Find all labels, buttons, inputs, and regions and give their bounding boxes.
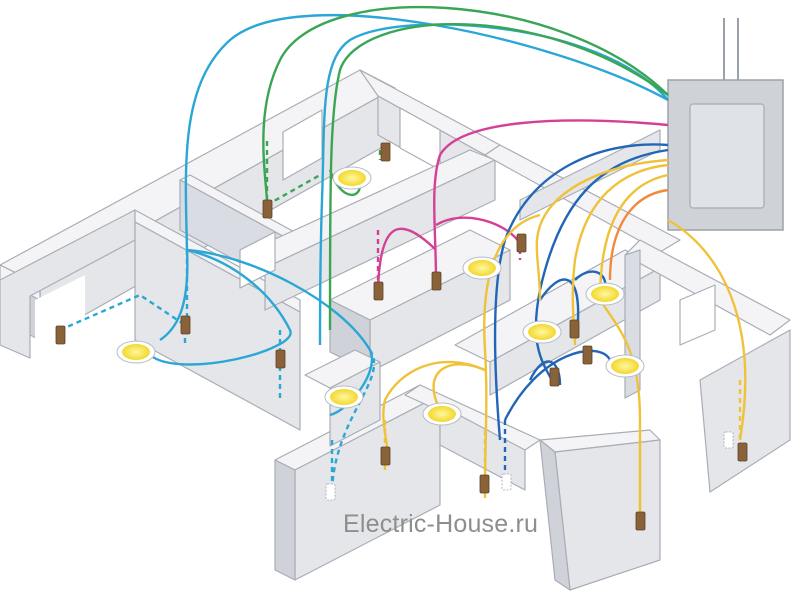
wall-front-mid-face — [439, 404, 526, 491]
wall-outlet-icon — [325, 483, 336, 501]
ceiling-lamp-icon — [462, 256, 502, 280]
wall-outlets — [325, 431, 734, 501]
wire-yellow-1 — [535, 158, 669, 301]
wire-magenta-3 — [376, 227, 437, 291]
ceiling-lamp-icon — [116, 340, 156, 364]
panel-door — [689, 103, 765, 209]
wall-switch-icon — [516, 233, 527, 253]
wire-green-2 — [328, 23, 669, 331]
wall-switch-icon — [737, 442, 748, 462]
ceiling-lamp-icon — [332, 166, 372, 190]
wire-yellow-6 — [382, 360, 486, 461]
wall-outlet-icon — [723, 431, 734, 449]
wall-switch-icon — [569, 319, 580, 339]
wall-switch-icon — [180, 315, 191, 335]
wall-switch-icon — [275, 349, 286, 369]
ceiling-lamp-icon — [605, 354, 645, 378]
wall-right-upper-face — [519, 129, 661, 221]
wall-switch-icon — [380, 142, 391, 162]
wire-cyan-3 — [149, 248, 292, 366]
wire-yellow-4 — [667, 218, 747, 441]
wall-switch-icon — [373, 281, 384, 301]
door-left-room — [35, 275, 85, 365]
dash-cyan-left-2 — [59, 293, 186, 332]
wall-outlet-icon — [501, 473, 512, 491]
wall-switch-icon — [549, 367, 560, 387]
wall-switch-icon — [380, 446, 391, 466]
wall-right-outer-top — [624, 239, 791, 336]
wall-front-left-end — [274, 459, 296, 581]
wire-magenta-1 — [433, 119, 669, 281]
wall-switch-icon — [262, 199, 273, 219]
wire-orange-1 — [608, 188, 669, 281]
wire-blue-3 — [539, 278, 580, 321]
wire-yellow-3 — [598, 173, 669, 301]
door-top-room — [239, 231, 276, 289]
ceiling-lamps — [116, 166, 645, 426]
wire-blue-5 — [503, 349, 612, 421]
ceiling-lamp-icon — [585, 282, 625, 306]
wire-blue-2 — [534, 148, 669, 381]
wire-blue-6 — [528, 360, 562, 386]
wall-switch-icon — [431, 271, 442, 291]
ceiling-lamp-icon — [522, 320, 562, 344]
wire-cyan-5 — [330, 349, 376, 501]
wire-green-main — [262, 5, 669, 201]
ceiling-lamp-icon — [422, 402, 462, 426]
watermark-text: Electric-House.ru — [343, 510, 539, 538]
ceiling-lamp-icon — [324, 385, 364, 409]
wall-switch-icon — [582, 345, 593, 365]
dash-green-2 — [266, 173, 321, 207]
wire-yellow-8 — [432, 363, 486, 411]
wall-front-right-end — [539, 439, 571, 591]
wall-switch-icon — [55, 325, 66, 345]
wall-switch-icon — [635, 511, 646, 531]
distribution-panel-icon — [667, 18, 784, 231]
wall-switches — [55, 142, 748, 531]
window-right-room — [679, 284, 716, 346]
wall-switch-icon — [479, 474, 490, 494]
